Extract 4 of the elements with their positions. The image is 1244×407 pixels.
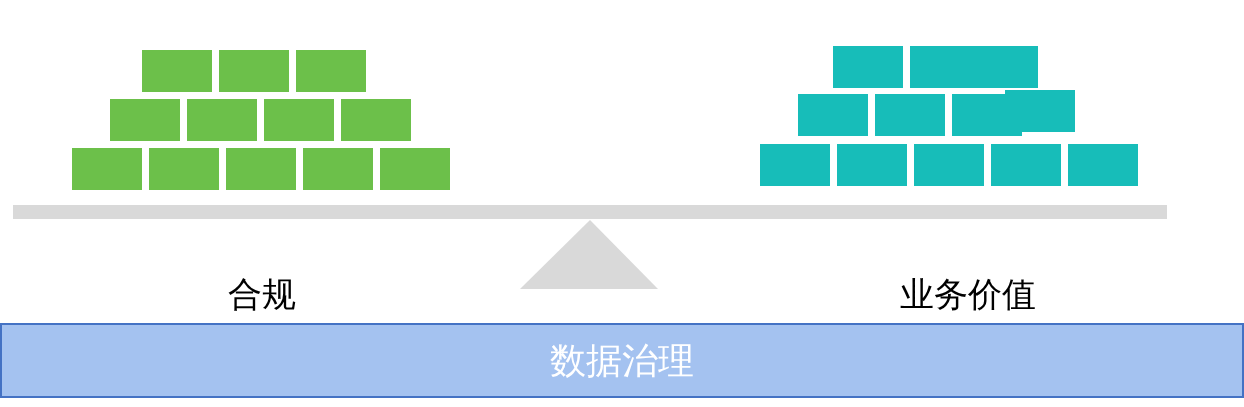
foundation-band — [0, 323, 1244, 398]
side-label: 业务价值 — [900, 273, 1036, 316]
band-title: 数据治理 — [550, 338, 694, 383]
side-label: 合规 — [228, 273, 296, 316]
